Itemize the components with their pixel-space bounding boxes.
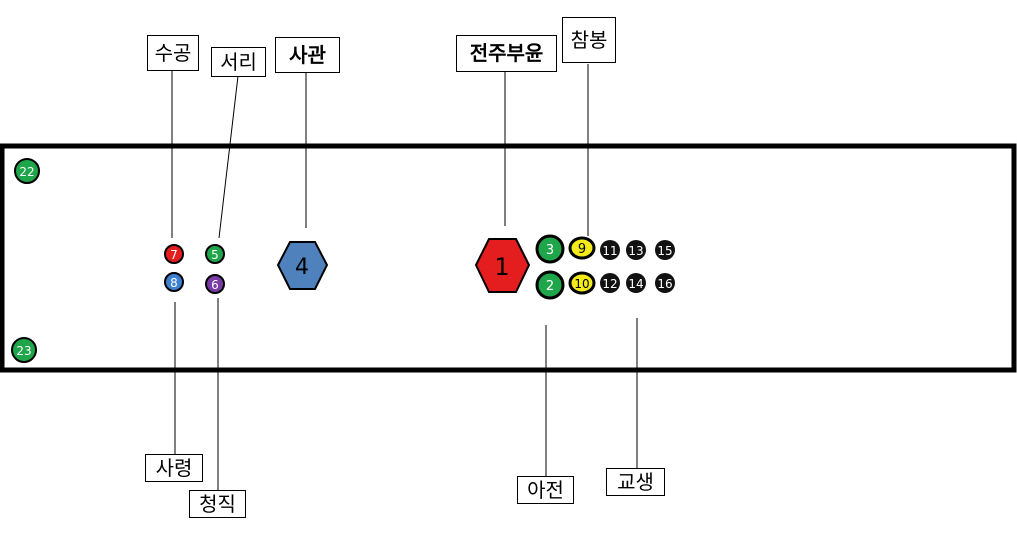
seat-4-number: 4 xyxy=(295,255,309,280)
seat-5-number: 5 xyxy=(211,248,219,262)
hall-outline xyxy=(0,143,1017,373)
seat-16-marker xyxy=(655,273,675,293)
label-saryeong: 사령 xyxy=(145,454,203,482)
label-ajeon: 아전 xyxy=(517,476,574,504)
seat-2-marker xyxy=(535,270,565,300)
seat-5-marker xyxy=(205,244,225,264)
seat-9-marker xyxy=(568,236,596,260)
seat-3-marker xyxy=(535,234,565,264)
seat-12-number: 12 xyxy=(602,277,617,291)
label-chambong: 참봉 xyxy=(562,17,616,63)
seat-10-marker xyxy=(568,271,596,295)
seat-14-number: 14 xyxy=(628,277,643,291)
seat-6-number: 6 xyxy=(211,278,219,292)
seat-9-number: 9 xyxy=(578,242,586,257)
seat-15-number: 15 xyxy=(657,244,672,258)
label-seori: 서리 xyxy=(211,47,266,77)
seat-8-marker xyxy=(164,272,184,292)
seat-7-number: 7 xyxy=(170,248,178,262)
seat-8-number: 8 xyxy=(170,276,178,290)
seat-10-number: 10 xyxy=(574,277,589,291)
seat-1-number: 1 xyxy=(494,253,509,281)
label-gyosaeng: 교생 xyxy=(606,468,665,496)
label-jeonjubuyun: 전주부윤 xyxy=(456,35,557,72)
seat-7-marker xyxy=(164,244,184,264)
seat-15-marker xyxy=(655,240,675,260)
seat-11-marker xyxy=(600,240,620,260)
label-sugong: 수공 xyxy=(147,35,199,71)
seat-16-number: 16 xyxy=(657,277,672,291)
label-sagwan: 사관 xyxy=(275,37,340,73)
seat-3-number: 3 xyxy=(546,243,554,258)
seat-22-number: 22 xyxy=(19,165,34,179)
leader-seori xyxy=(218,75,239,239)
seat-14-marker xyxy=(626,273,646,293)
seat-12-marker xyxy=(600,273,620,293)
label-cheongjik: 청직 xyxy=(189,490,246,518)
seat-13-number: 13 xyxy=(628,244,643,258)
seat-23-marker xyxy=(11,337,37,363)
seat-1-hexagon xyxy=(474,238,531,293)
seat-22-marker xyxy=(14,158,40,184)
seat-2-number: 2 xyxy=(546,279,554,294)
seat-4-hexagon xyxy=(276,241,329,290)
seat-13-marker xyxy=(626,240,646,260)
seat-23-number: 23 xyxy=(16,344,31,358)
seat-11-number: 11 xyxy=(602,244,617,258)
seat-6-marker xyxy=(205,274,225,294)
